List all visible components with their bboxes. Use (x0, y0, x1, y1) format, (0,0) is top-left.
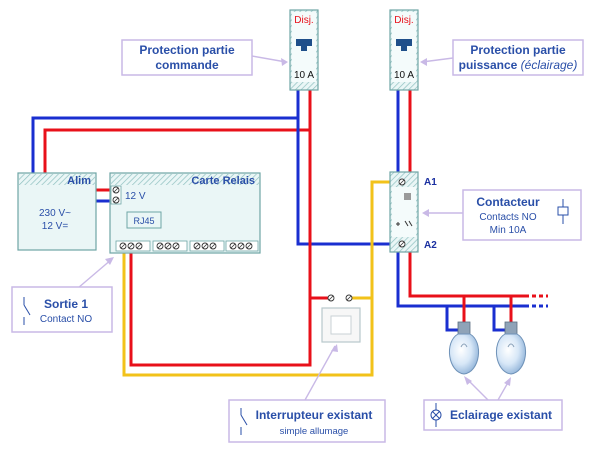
wall-switch (321, 294, 361, 343)
callout-output-title: Sortie 1 (44, 297, 88, 311)
callout-output: Sortie 1 Contact NO (11, 257, 114, 333)
breaker-command-brand: Disj. (294, 15, 313, 26)
callout-switch: Interrupteur existant simple allumage (228, 344, 386, 443)
breaker-power-rating: 10 A (394, 70, 414, 81)
callout-protection-command: Protection partie commande (121, 39, 288, 76)
callout-command-line1: Protection partie (139, 43, 235, 57)
alim-box: Alim 230 V~ 12 V= (17, 172, 97, 251)
callout-contactor-line1: Contacts NO (479, 212, 536, 223)
relay-contact-icon (23, 297, 31, 325)
breaker-power-handle[interactable] (396, 39, 412, 46)
contactor-symbol-icon (396, 220, 413, 227)
wire-switch-to-a1 (352, 180, 392, 300)
callout-contactor: Contacteur Contacts NO Min 10A (422, 189, 582, 241)
relay-terminal-strip-4 (225, 240, 259, 252)
contactor-coil-icon (557, 199, 569, 224)
alim-output-voltage: 12 V= (42, 221, 69, 232)
callout-contactor-title: Contacteur (476, 195, 540, 209)
wire-neutral-to-a2 (296, 118, 391, 246)
relay-terminal-strip-2 (152, 240, 188, 252)
switch-symbol-icon (240, 408, 248, 435)
callout-output-subtitle: Contact NO (40, 314, 92, 325)
contactor-label-a2: A2 (424, 240, 437, 251)
relay-board-rj45-label: RJ45 (133, 216, 154, 226)
relay-board-title: Carte Relais (191, 175, 255, 187)
lamp-1 (449, 321, 479, 375)
callout-lighting: Eclairage existant (423, 376, 563, 431)
breaker-command-rating: 10 A (294, 70, 314, 81)
lamp-symbol-icon (430, 403, 442, 427)
callout-lighting-title: Eclairage existant (450, 408, 552, 422)
wire-output-phase (408, 252, 525, 298)
callout-contactor-line2: Min 10A (490, 225, 527, 236)
wire-output-neutral (396, 252, 525, 308)
callout-switch-title: Interrupteur existant (256, 408, 373, 422)
breaker-power: Disj. 10 A (389, 9, 419, 91)
relay-board-voltage: 12 V (125, 191, 146, 202)
relay-terminal-strip-1 (115, 240, 151, 252)
relay-board-rj45-port[interactable] (126, 211, 162, 229)
breaker-power-brand: Disj. (394, 15, 413, 26)
wire-phase-to-switch (308, 130, 328, 300)
wire-relay-output-red (129, 250, 312, 367)
wire-command-phase (43, 88, 312, 175)
callout-power-line2-b: (éclairage) (521, 58, 578, 72)
callout-protection-power: Protection partie puissance (éclairage) (420, 39, 584, 76)
relay-terminal-strip-3 (189, 240, 225, 252)
wire-lamp2-neutral (492, 306, 505, 332)
contactor: A1 A2 (389, 171, 437, 253)
callout-switch-subtitle: simple allumage (280, 426, 349, 437)
lamp-2 (496, 321, 526, 375)
callout-power-line2: puissance (éclairage) (459, 58, 578, 72)
callout-power-line1: Protection partie (470, 43, 566, 57)
breaker-command: Disj. 10 A (289, 9, 319, 91)
wire-lamp1-neutral (445, 306, 458, 332)
alim-input-voltage: 230 V~ (39, 208, 71, 219)
wire-relay-output-yellow (122, 250, 374, 377)
wires (31, 88, 548, 377)
callout-power-line2-a: puissance (459, 58, 521, 72)
relay-board: Carte Relais 12 V RJ45 (109, 172, 261, 254)
contactor-label-a1: A1 (424, 177, 437, 188)
callout-command-line2: commande (155, 58, 219, 72)
breaker-command-handle[interactable] (296, 39, 312, 46)
switch-rocker[interactable] (330, 315, 352, 335)
wire-command-neutral (31, 88, 300, 175)
alim-title: Alim (67, 175, 91, 187)
